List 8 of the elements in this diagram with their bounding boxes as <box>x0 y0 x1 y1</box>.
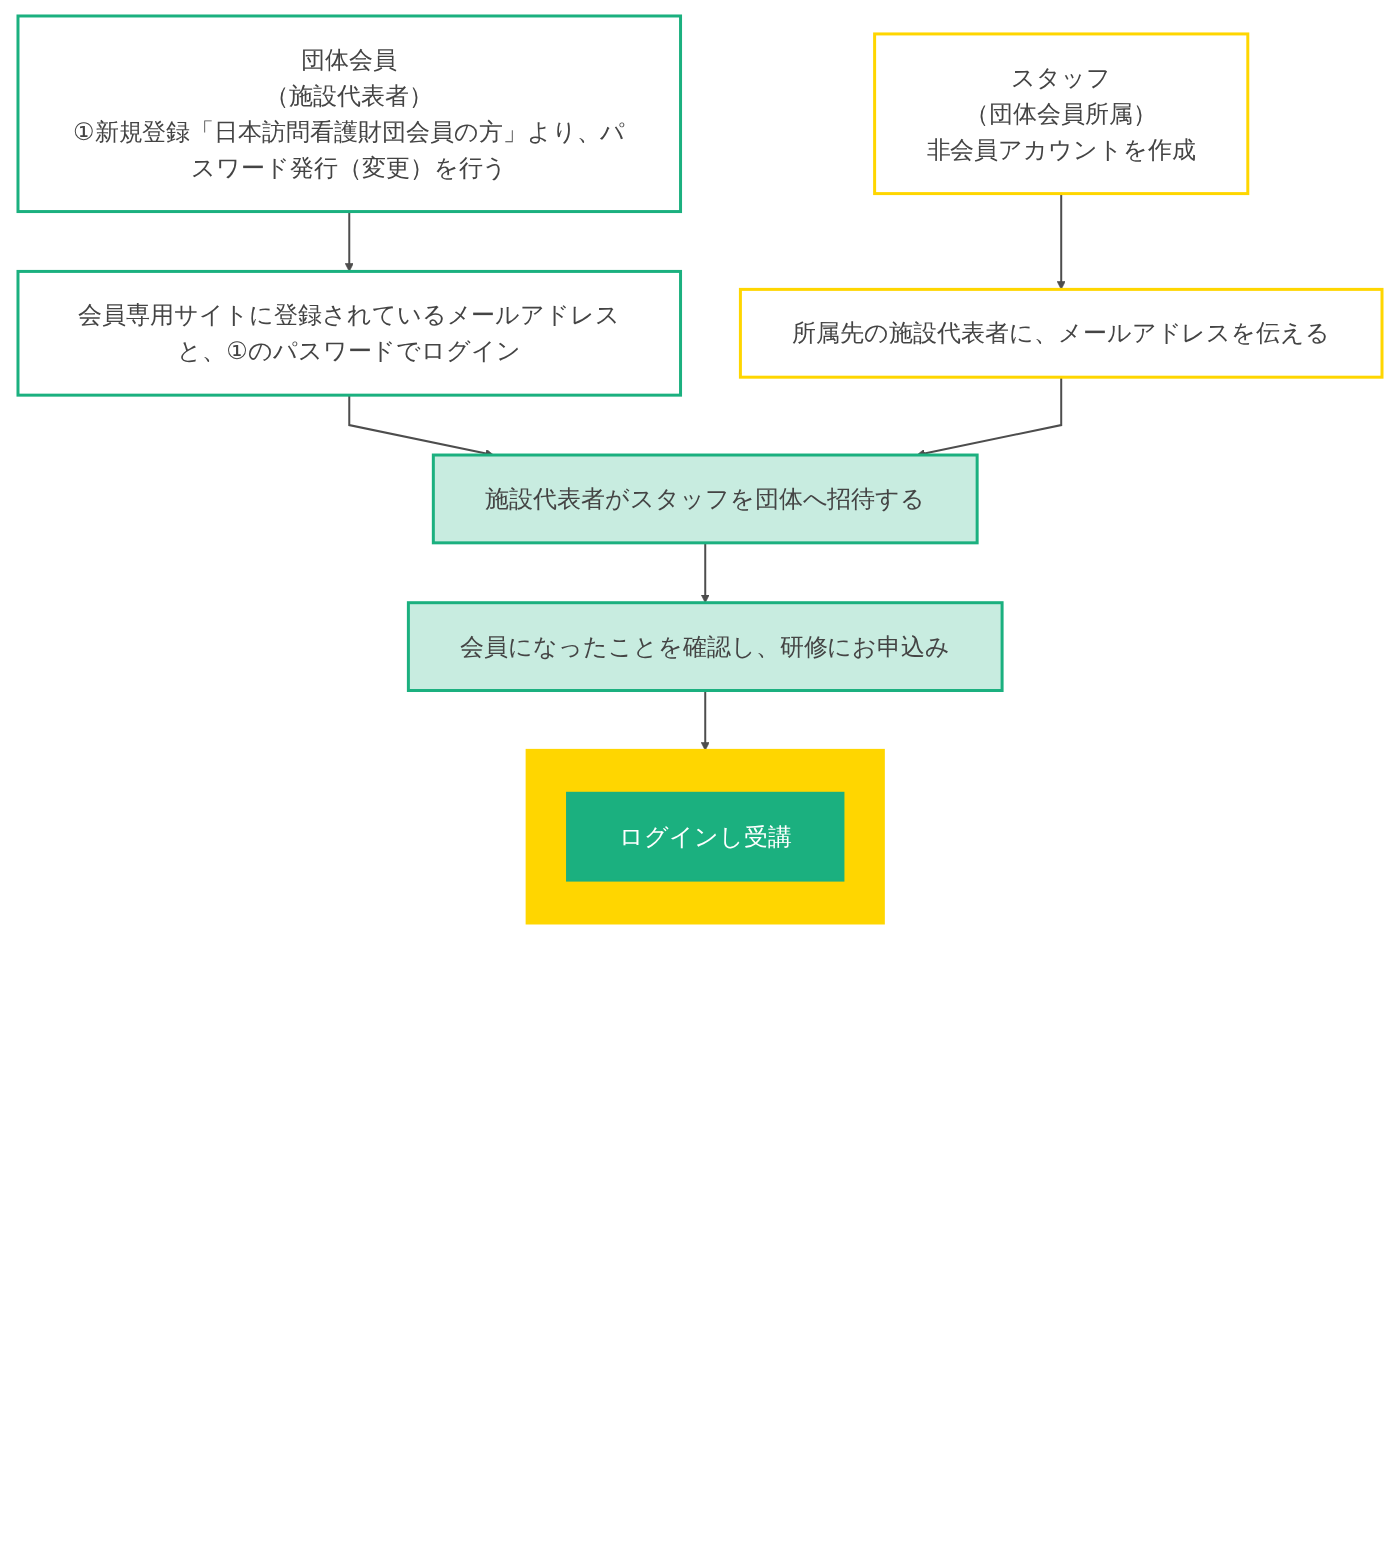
node-box: 施設代表者がスタッフを団体へ招待する <box>431 453 979 545</box>
node-box: 団体会員 （施設代表者） ①新規登録「日本訪問看護財団会員の方」より、パスワード発行（変更）を行う <box>16 14 683 214</box>
node-box: 会員専用サイトに登録されているメールアドレスと、①のパスワードでログイン <box>16 269 683 397</box>
node-box: 会員になったことを確認し、研修にお申込み <box>406 601 1004 692</box>
node-box: ログインし受講 <box>566 791 845 882</box>
node-box: 所属先の施設代表者に、メールアドレスを伝える <box>738 287 1384 379</box>
cluster <box>525 748 885 925</box>
node-box: スタッフ （団体会員所属） 非会員アカウントを作成 <box>873 32 1250 196</box>
